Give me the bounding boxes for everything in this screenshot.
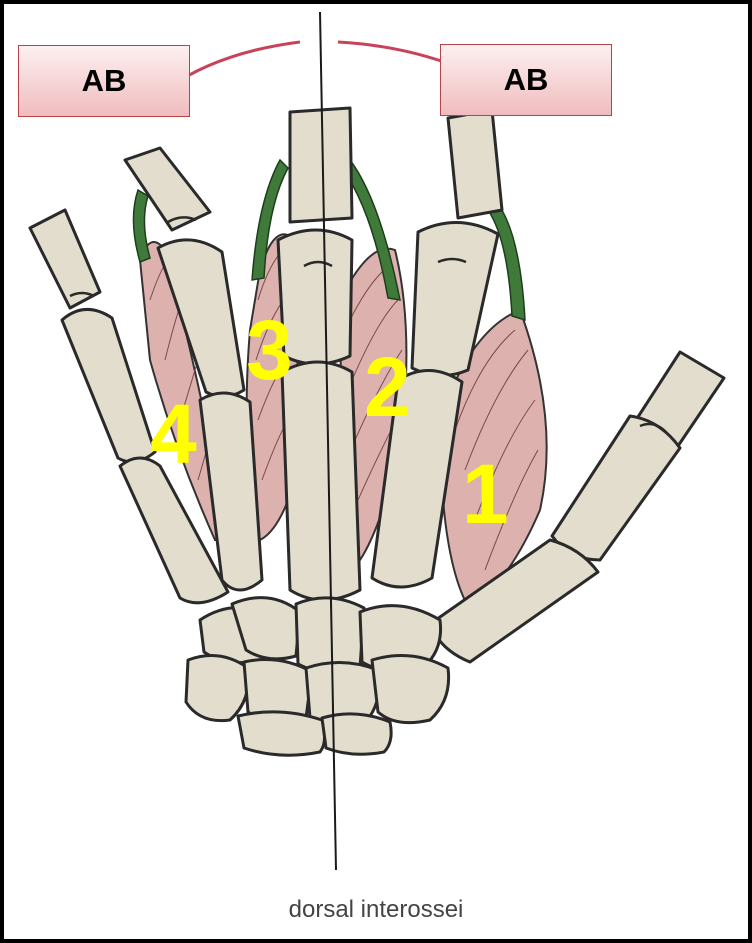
- index-finger-distal: [448, 110, 502, 218]
- figure-caption: dorsal interossei: [0, 896, 752, 924]
- carpal-8: [372, 656, 449, 723]
- muscle-number-2: 2: [364, 345, 411, 429]
- abduction-label-right-text: AB: [504, 62, 549, 98]
- abduction-label-left: AB: [18, 45, 190, 117]
- middle-finger-metacarpal: [282, 362, 360, 600]
- tendon-4: [133, 190, 150, 262]
- thumb-proximal: [552, 416, 680, 560]
- little-finger-middle: [62, 309, 155, 461]
- abduction-label-left-text: AB: [82, 63, 127, 99]
- carpal-9: [238, 712, 325, 755]
- abduction-arrows: [168, 42, 470, 88]
- muscle-number-4: 4: [150, 392, 197, 476]
- muscle-number-3: 3: [246, 308, 293, 392]
- middle-finger-distal: [290, 108, 352, 222]
- muscle-number-1: 1: [462, 452, 509, 536]
- carpal-5: [186, 656, 249, 721]
- abduction-label-right: AB: [440, 44, 612, 116]
